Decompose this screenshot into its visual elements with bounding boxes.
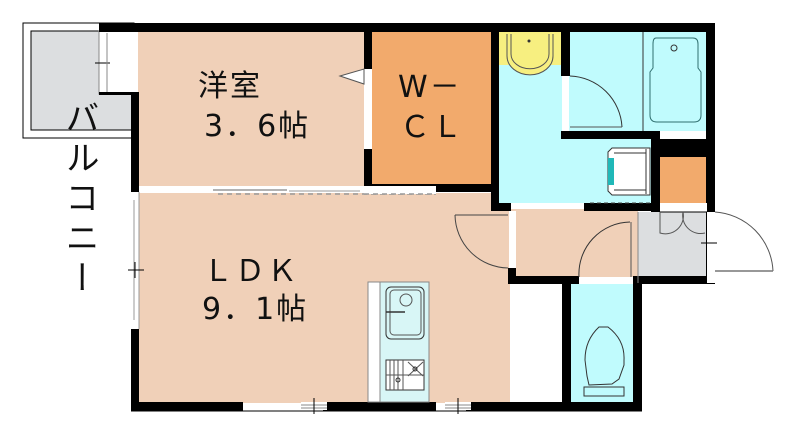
storage-floor [660, 157, 707, 203]
toilet-fixture [583, 326, 625, 397]
western-room-floor [138, 31, 364, 186]
ldk-floor [138, 193, 510, 403]
kitchen-counter [367, 281, 430, 403]
wcl-label-line1: W－ [398, 70, 462, 105]
western-room-size: 3．6帖 [204, 109, 311, 144]
western-room-name: 洋室 [198, 69, 262, 104]
walk-in-closet-floor [372, 31, 491, 186]
entrance-floor [638, 212, 707, 283]
ldk-size: 9．1帖 [202, 292, 309, 327]
washbasin [499, 32, 561, 76]
washing-machine [607, 147, 651, 196]
ldk-name: ＬＤＫ [203, 254, 299, 289]
bathtub [649, 37, 702, 123]
wcl-label-line2: ＣＬ [400, 110, 464, 145]
balcony-label: バルコニー [59, 100, 99, 300]
